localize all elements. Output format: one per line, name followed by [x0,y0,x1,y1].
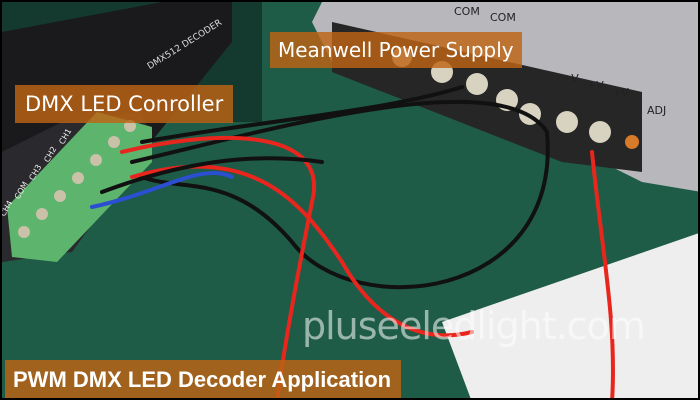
psu-terminal-label: +V [587,79,604,92]
application-caption: PWM DMX LED Decoder Application [5,360,402,398]
psu-terminal-label: COM [490,11,516,24]
controller-label: DMX LED Conroller [15,85,234,123]
green-terminal-block [7,112,152,262]
terminal-screws [18,120,136,238]
psu-terminal-label: COM [454,5,480,18]
power-supply-label: Meanwell Power Supply [270,32,522,68]
watermark: pluseeledlight.com [302,304,646,348]
psu-terminal-label: +V [562,72,579,85]
psu-terminal-label: +V [612,86,629,99]
led-pcb [442,233,698,398]
wires [90,85,615,398]
adj-potentiometer [625,135,639,149]
psu-adj-label: ADJ [647,104,667,117]
